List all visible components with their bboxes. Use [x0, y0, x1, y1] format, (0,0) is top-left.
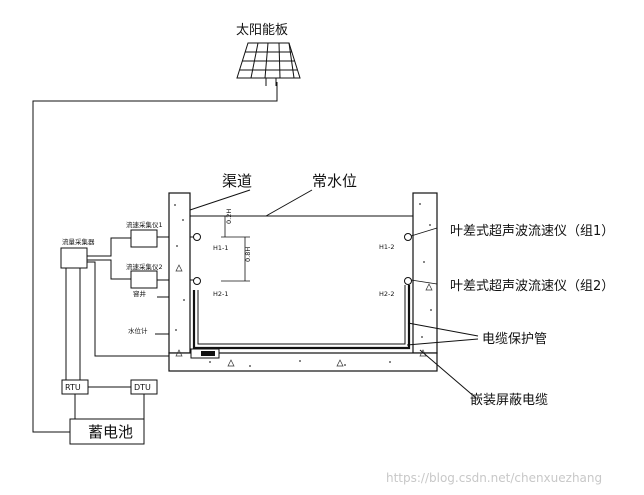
conduit-leaders: [406, 322, 479, 346]
normal-water-level-label: 常水位: [312, 172, 357, 190]
group2-leader: [410, 279, 438, 285]
group1-label: 叶差式超声波流速仪（组1）: [450, 224, 614, 239]
level-gauge-core: [201, 351, 215, 356]
measure-host-label: 流量采集器: [62, 237, 95, 246]
embedded-cable: [192, 285, 411, 350]
h2-1-label: H2-1: [213, 290, 229, 298]
sensor-h2-1: [193, 277, 201, 285]
cable-conduit: [197, 285, 406, 345]
sensor-h1-1: [193, 233, 201, 241]
channel-label: 渠道: [222, 172, 252, 190]
concrete-triangles: [175, 264, 433, 367]
control-wiring: [65, 268, 145, 419]
solar-panel-label: 太阳能板: [236, 23, 288, 38]
water-level-leader: [265, 189, 313, 217]
watermark: https://blog.csdn.net/chenxuezhang: [386, 471, 602, 485]
cable-conduit-label: 电缆保护管: [482, 331, 547, 347]
h1-2-label: H1-2: [379, 243, 395, 251]
dimension-lines: [221, 216, 250, 282]
well-label: 窨井: [133, 289, 147, 298]
measure-host-box: [60, 247, 88, 269]
channel-lining: [189, 211, 414, 354]
embedded-cable-label: 嵌装屏蔽电缆: [470, 392, 548, 408]
channel-leader: [189, 189, 251, 211]
embedded-cable-leader: [419, 349, 477, 399]
flow-unit-1-box: [130, 229, 158, 248]
dtu-label: DTU: [134, 383, 151, 392]
h1-1-label: H1-1: [213, 244, 229, 252]
flow-unit-1-label: 流速采集仪1: [126, 220, 163, 229]
channel-structure: [168, 192, 438, 372]
dim-02-label: 0.2H: [225, 209, 233, 224]
group1-leader: [410, 227, 438, 237]
level-gauge-label: 水位计: [128, 326, 148, 335]
battery-box: [69, 418, 145, 445]
solar-cable: [32, 82, 278, 433]
rtu-label: RTU: [65, 383, 81, 392]
solar-panel-icon: [236, 42, 301, 86]
concrete-texture: [174, 203, 432, 367]
sensor-h2-2: [404, 277, 412, 285]
flow-unit-2-label: 流速采集仪2: [126, 262, 163, 271]
flow-unit-2-box: [130, 270, 158, 289]
h2-2-label: H2-2: [379, 290, 395, 298]
group2-label: 叶差式超声波流速仪（组2）: [450, 279, 614, 294]
dim-08-label: 0.8H: [244, 247, 252, 262]
sensor-h1-2: [404, 233, 412, 241]
battery-label: 蓄电池: [88, 423, 133, 441]
